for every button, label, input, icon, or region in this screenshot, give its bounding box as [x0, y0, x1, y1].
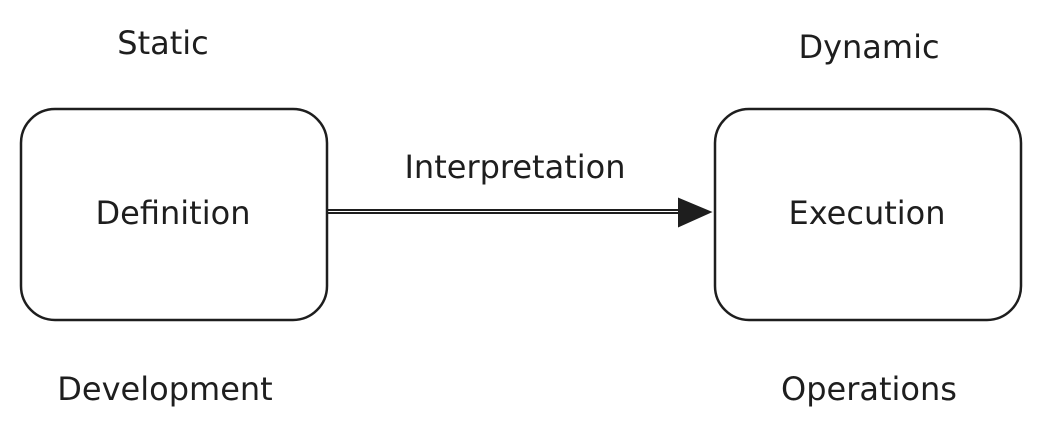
operations-label: Operations	[781, 370, 957, 408]
dynamic-label: Dynamic	[798, 28, 940, 66]
arrowhead-icon	[678, 197, 713, 228]
execution-node-label: Execution	[788, 194, 946, 232]
development-label: Development	[57, 370, 273, 408]
interpretation-arrow[interactable]	[326, 197, 713, 228]
static-label: Static	[117, 24, 209, 62]
interpretation-edge-label: Interpretation	[404, 148, 626, 186]
definition-box[interactable]	[19, 107, 329, 322]
execution-box[interactable]	[713, 107, 1023, 322]
definition-node-label: Definition	[95, 194, 251, 232]
